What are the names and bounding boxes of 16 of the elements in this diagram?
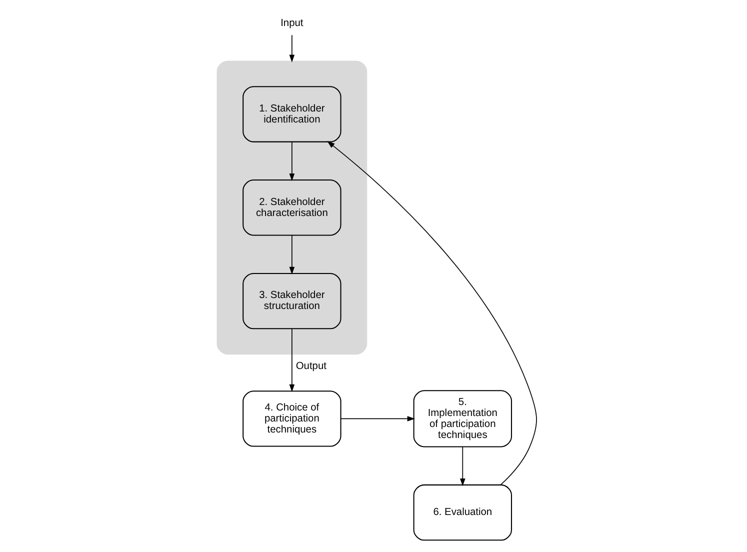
node-text: Input [280, 18, 304, 29]
arrow [327, 141, 537, 486]
arrow [289, 34, 295, 62]
edge-label: Output [296, 361, 326, 372]
node-box: 4. Choice of participation techniques [242, 390, 342, 447]
node-box: 1. Stakeholder identification [242, 86, 342, 142]
arrow [289, 234, 295, 275]
node-box: 3. Stakeholder structuration [242, 272, 342, 330]
node-box: 2. Stakeholder characterisation [242, 180, 342, 236]
node-box: 5. Implementation of participation techniques [413, 390, 512, 448]
arrow [460, 446, 466, 486]
arrow [289, 141, 295, 182]
arrow [289, 328, 295, 392]
cluster [216, 60, 368, 355]
arrow [340, 416, 415, 422]
node-box: 6. Evaluation [413, 484, 512, 541]
